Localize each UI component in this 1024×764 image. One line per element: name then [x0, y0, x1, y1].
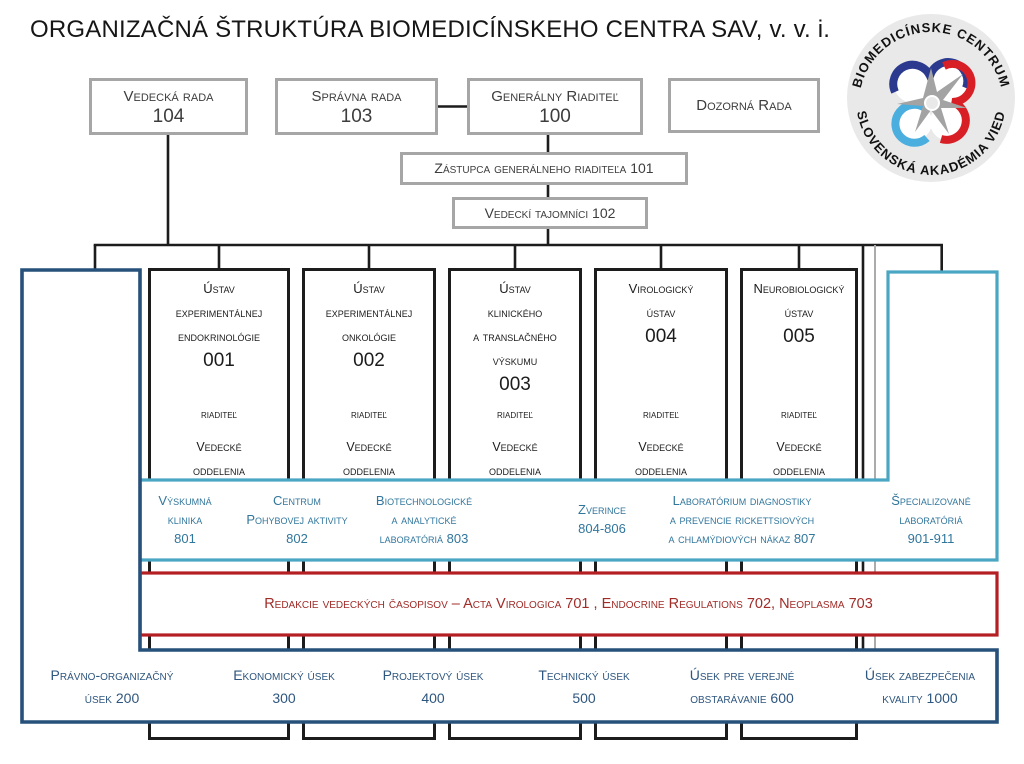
usek-ekonomicky: Ekonomický úsek 300	[233, 667, 335, 706]
unit-laboratorium-diagnostiky: Laboratórium diagnostiky a prevencie ric…	[668, 492, 816, 546]
institute-number: 002	[353, 350, 385, 371]
logo-red-arc	[939, 60, 976, 144]
box-dozorna-rada: Dozorná Rada	[668, 78, 820, 133]
institute-number: 001	[203, 350, 235, 371]
departments-label: Vedecké oddelenia	[192, 440, 245, 478]
departments-label: Vedecké oddelenia	[342, 440, 395, 478]
box-vedecka-rada: Vedecká rada 104	[89, 78, 248, 135]
usek-zabezpecenia-kvality: Úsek zabezpečenia kvality 1000	[864, 667, 976, 706]
box-zastupca-gr: Zástupca generálneho riaditeľa 101	[400, 152, 688, 185]
director-label: riaditeľ	[780, 409, 817, 421]
box-number: 103	[340, 105, 373, 127]
usek-verejne-obstaravanie: Úsek pre verejné obstarávanie 600	[689, 667, 795, 706]
director-label: riaditeľ	[496, 409, 533, 421]
departments-label: Vedecké oddelenia	[488, 440, 541, 478]
unit-specializovane-laboratoria: Špecializované laboratóriá 901-911	[891, 492, 971, 546]
box-label: Zástupca generálneho riaditeľa 101	[434, 160, 654, 176]
box-generalny-riaditel: Generálny Riaditeľ 100	[467, 78, 643, 135]
usek-technicky: Technický úsek 500	[538, 667, 630, 706]
departments-label: Vedecké oddelenia	[634, 440, 687, 478]
unit-zverince: Zverince 804-806	[578, 502, 626, 536]
unit-centrum-pohybovej-aktivity: Centrum Pohybovej aktivity 802	[246, 492, 348, 546]
unit-biotech-laboratoria: Biotechnologické a analytické laboratóri…	[375, 492, 473, 546]
box-label: Vedecká rada	[123, 87, 214, 105]
institute-number: 003	[499, 374, 531, 395]
box-vedecki-tajomnici: Vedeckí tajomníci 102	[452, 197, 648, 229]
institute-title: Ústav klinického a translačného výskumu	[473, 281, 557, 368]
director-label: riaditeľ	[200, 409, 237, 421]
usek-projektovy: Projektový úsek 400	[382, 667, 484, 706]
institute-title: Ústav experimentálnej onkológie	[325, 281, 413, 344]
editorial-offices-label: Redakcie vedeckých časopisov – Acta Viro…	[264, 596, 873, 612]
institute-title: Ústav experimentálnej endokrinológie	[175, 281, 263, 344]
page-title: ORGANIZAČNÁ ŠTRUKTÚRA BIOMEDICÍNSKEHO CE…	[30, 16, 831, 43]
navy-admin-region	[20, 268, 999, 724]
box-number: 104	[152, 105, 185, 127]
institute-title: Neurobiologický ústav	[753, 281, 845, 320]
box-spravna-rada: Správna rada 103	[275, 78, 438, 135]
box-label: Správna rada	[311, 87, 402, 105]
box-label: Vedeckí tajomníci 102	[484, 204, 616, 221]
box-number: 100	[539, 105, 571, 127]
box-label: Dozorná Rada	[696, 97, 792, 114]
unit-vyskumna-klinika: Výskumná klinika 801	[158, 492, 212, 546]
institute-number: 004	[645, 326, 677, 347]
director-label: riaditeľ	[350, 409, 387, 421]
box-label: Generálny Riaditeľ	[491, 87, 619, 105]
institute-title: Virologický ústav	[628, 281, 694, 320]
institute-number: 005	[783, 326, 815, 347]
usek-pravno-organizacny: Právno-organizačný úsek 200	[50, 667, 174, 706]
departments-label: Vedecké oddelenia	[772, 440, 825, 478]
director-label: riaditeľ	[642, 409, 679, 421]
